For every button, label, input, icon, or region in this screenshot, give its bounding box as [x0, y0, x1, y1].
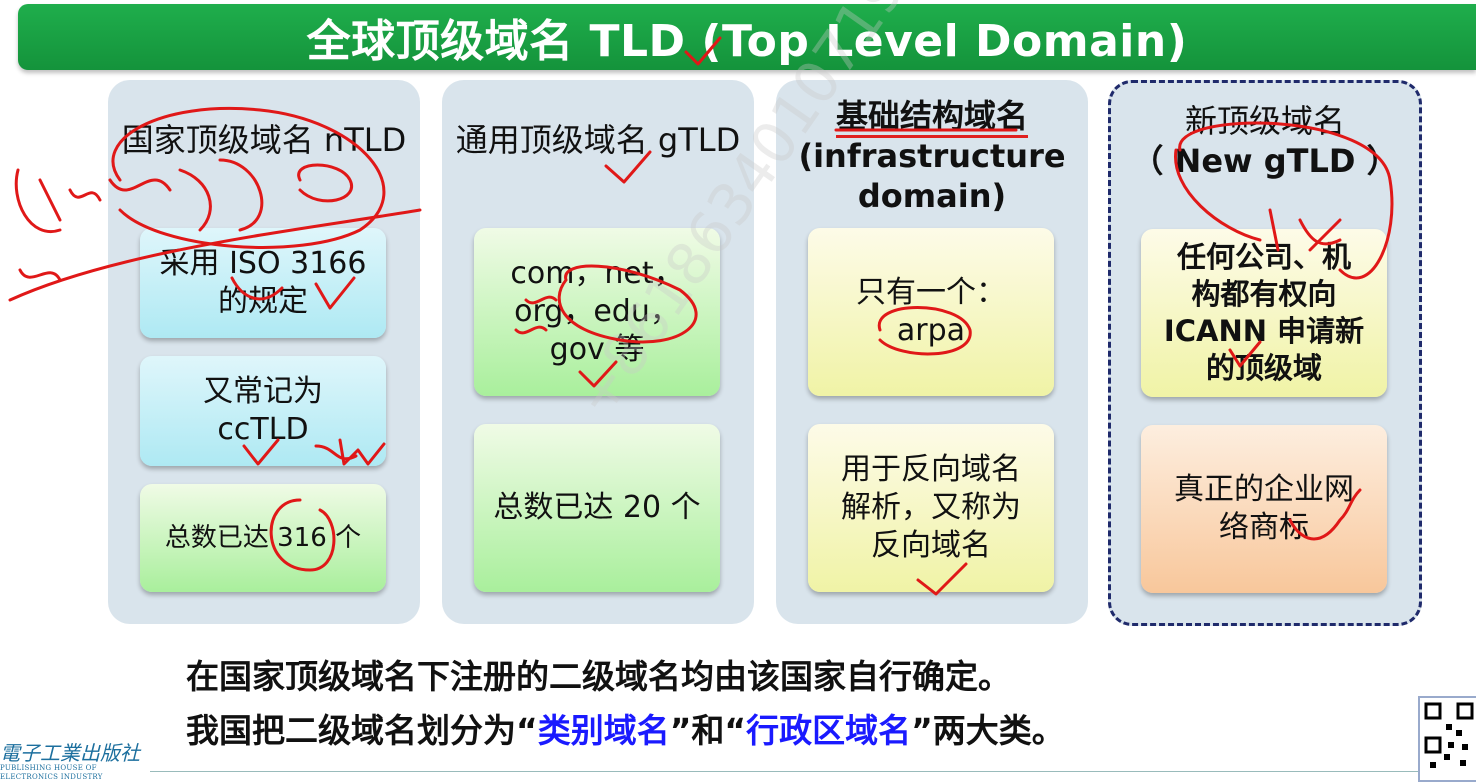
card-reverse-domain: 用于反向域名解析，又称为反向域名	[808, 424, 1054, 592]
highlight-category-domain: 类别域名	[537, 711, 670, 750]
slide-title: 全球顶级域名 TLD (Top Level Domain)	[18, 4, 1476, 70]
note-line-2: 我国把二级域名划分为“类别域名”和“行政区域名”两大类。	[186, 711, 1065, 750]
panel-gtld-heading: 通用顶级域名 gTLD	[455, 121, 741, 159]
card-ntld-count: 总数已达 316 个	[140, 484, 386, 592]
note-line-1: 在国家顶级域名下注册的二级域名均由该国家自行确定。	[186, 657, 1011, 696]
card-arpa: 只有一个：arpa	[808, 228, 1054, 396]
slide-title-text: 全球顶级域名 TLD (Top Level Domain)	[306, 16, 1188, 67]
panel-new-gtld-heading: 新顶级域名 （ New gTLD ）	[1131, 102, 1399, 180]
card-gtld-count: 总数已达 20 个	[474, 424, 720, 592]
footer-divider	[150, 771, 1476, 772]
panel-ntld-heading: 国家顶级域名 nTLD	[121, 121, 407, 159]
qr-code-icon	[1418, 696, 1476, 782]
highlight-region-domain: 行政区域名	[746, 711, 912, 750]
card-trademark: 真正的企业网络商标	[1141, 425, 1387, 593]
panel-infrastructure: 基础结构域名 (infrastructure domain) 只有一个：arpa…	[776, 80, 1088, 624]
publisher-logo: 電子工業出版社 PUBLISHING HOUSE OF ELECTRONICS …	[0, 741, 140, 781]
